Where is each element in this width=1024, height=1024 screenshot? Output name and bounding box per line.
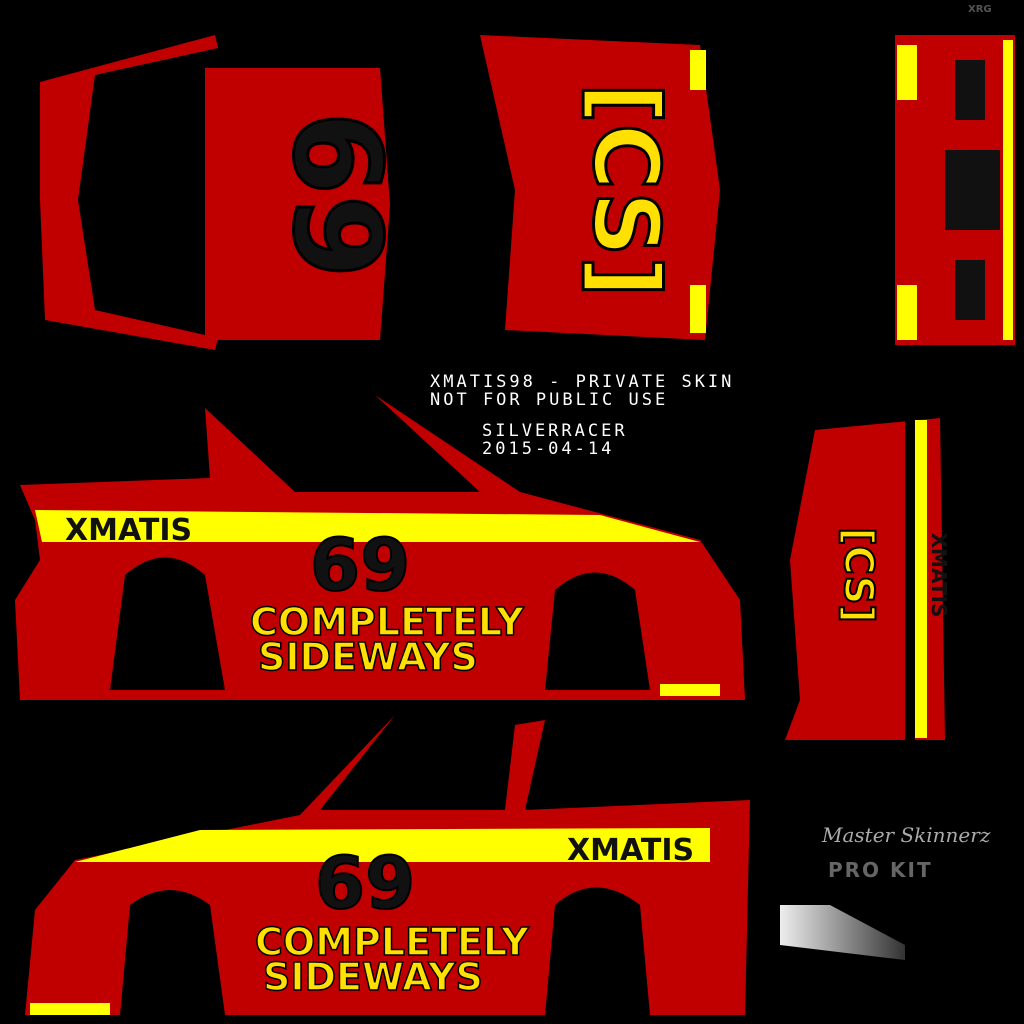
side-panel-right: XMATIS 69 COMPLETELY SIDEWAYS	[25, 715, 750, 1015]
bumper-driver-name: XMATIS	[927, 533, 951, 618]
side-panel-left: XMATIS 69 COMPLETELY SIDEWAYS	[15, 395, 745, 700]
side-slogan-2: SIDEWAYS	[258, 635, 478, 679]
signature: Master Skinnerz	[821, 823, 991, 847]
kit-label: PRO KIT	[828, 858, 933, 882]
branding: Master Skinnerz PRO KIT	[780, 823, 991, 960]
side-slogan-1: COMPLETELY	[250, 600, 524, 644]
hood-panel: [CS]	[480, 35, 720, 340]
side-driver-name: XMATIS	[65, 513, 192, 548]
corner-tag: XRG	[968, 4, 992, 15]
hood-logo: [CS]	[573, 83, 678, 298]
notice-line-3: SILVERRACER	[482, 421, 628, 441]
notice-line-1: XMATIS98 - PRIVATE SKIN	[430, 372, 734, 392]
side2-slogan-2: SIDEWAYS	[263, 955, 483, 999]
mirror-piece	[780, 905, 905, 960]
roof-number: 69	[266, 112, 405, 279]
notice-line-2: NOT FOR PUBLIC USE	[430, 390, 668, 410]
bumper-panel: [CS] XMATIS	[785, 418, 951, 740]
notice-text: XMATIS98 - PRIVATE SKIN NOT FOR PUBLIC U…	[430, 372, 734, 459]
notice-line-4: 2015-04-14	[482, 439, 614, 459]
rear-panel	[895, 35, 1015, 345]
roof-panel: 69	[40, 35, 407, 350]
side2-slogan-1: COMPLETELY	[255, 920, 529, 964]
side-number: 69	[310, 523, 410, 607]
bumper-logo: [CS]	[835, 527, 881, 622]
side2-number: 69	[315, 841, 415, 925]
side2-driver-name: XMATIS	[567, 833, 694, 868]
